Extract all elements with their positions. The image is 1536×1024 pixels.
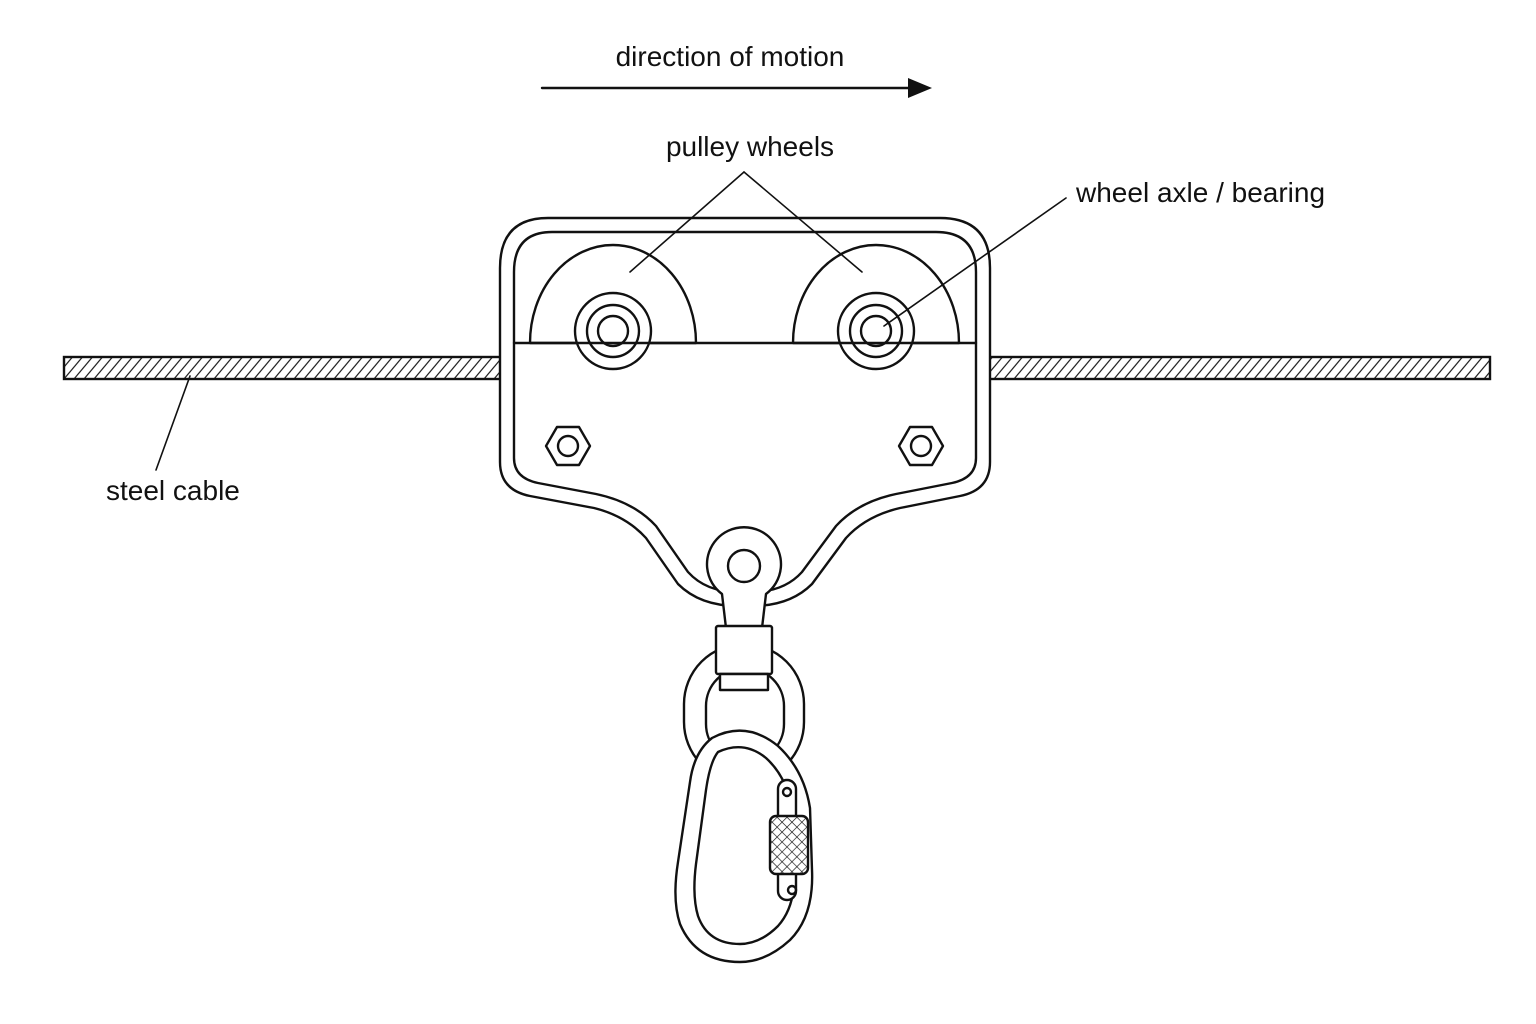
- steel-cable-label: steel cable: [106, 475, 240, 506]
- steel-cable: [62, 355, 1492, 381]
- pulley-wheel-right: [791, 243, 961, 371]
- pulley-wheel-left: [528, 243, 698, 371]
- wheel-axle-bearing-label: wheel axle / bearing: [1075, 177, 1325, 208]
- carabiner-screw-lock: [768, 814, 810, 876]
- swivel-collar: [714, 624, 774, 692]
- arrow-right-icon: [540, 78, 932, 98]
- swivel-eye: [705, 526, 783, 630]
- pulley-wheels-label: pulley wheels: [666, 131, 834, 162]
- leader-lines: [155, 171, 1067, 471]
- direction-of-motion-label: direction of motion: [616, 41, 845, 72]
- hex-bolt-right: [897, 425, 945, 467]
- hex-bolt-left: [544, 425, 592, 467]
